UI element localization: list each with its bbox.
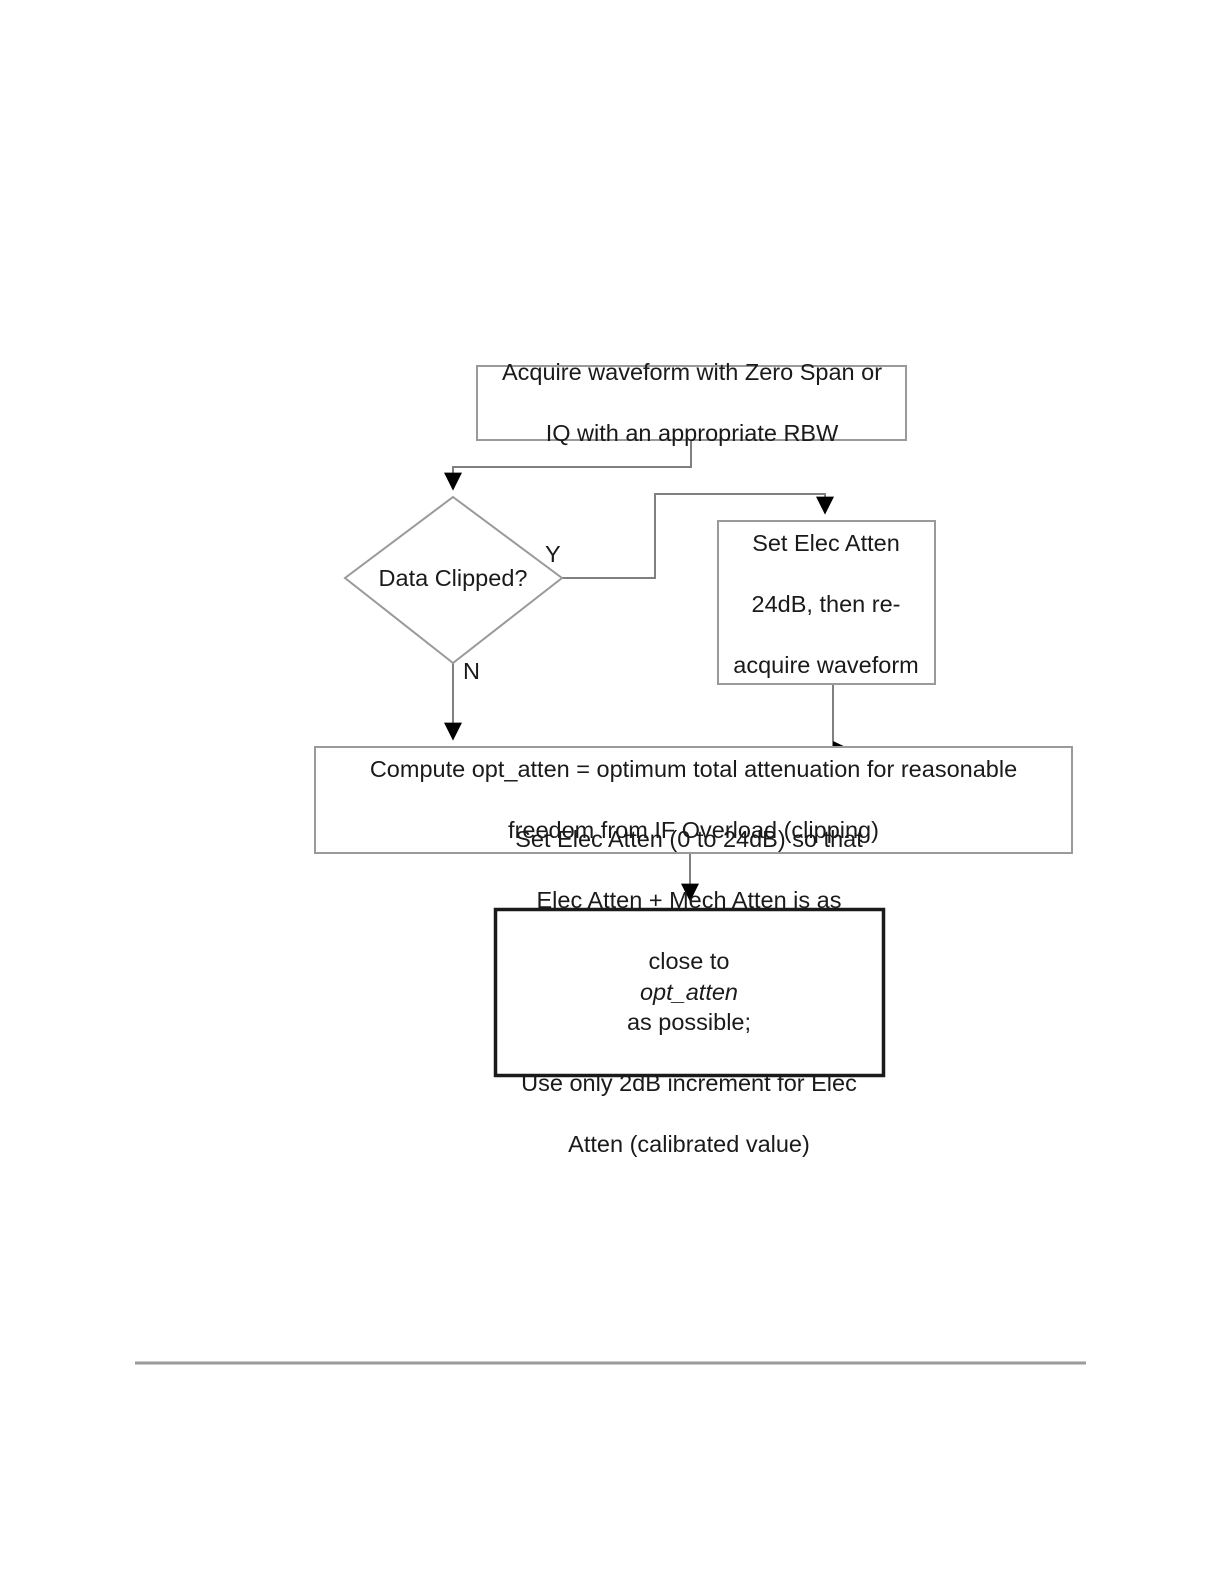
node-acquire-box [476,365,907,441]
node-data-clipped-diamond [343,495,564,665]
node-set-atten-range-box [493,907,886,1078]
node-set-atten-24-box [717,520,936,685]
edge-decision-yes [562,493,834,579]
edge-acquire-to-decision [444,440,692,491]
node-compute-opt-atten-box [314,746,1073,854]
